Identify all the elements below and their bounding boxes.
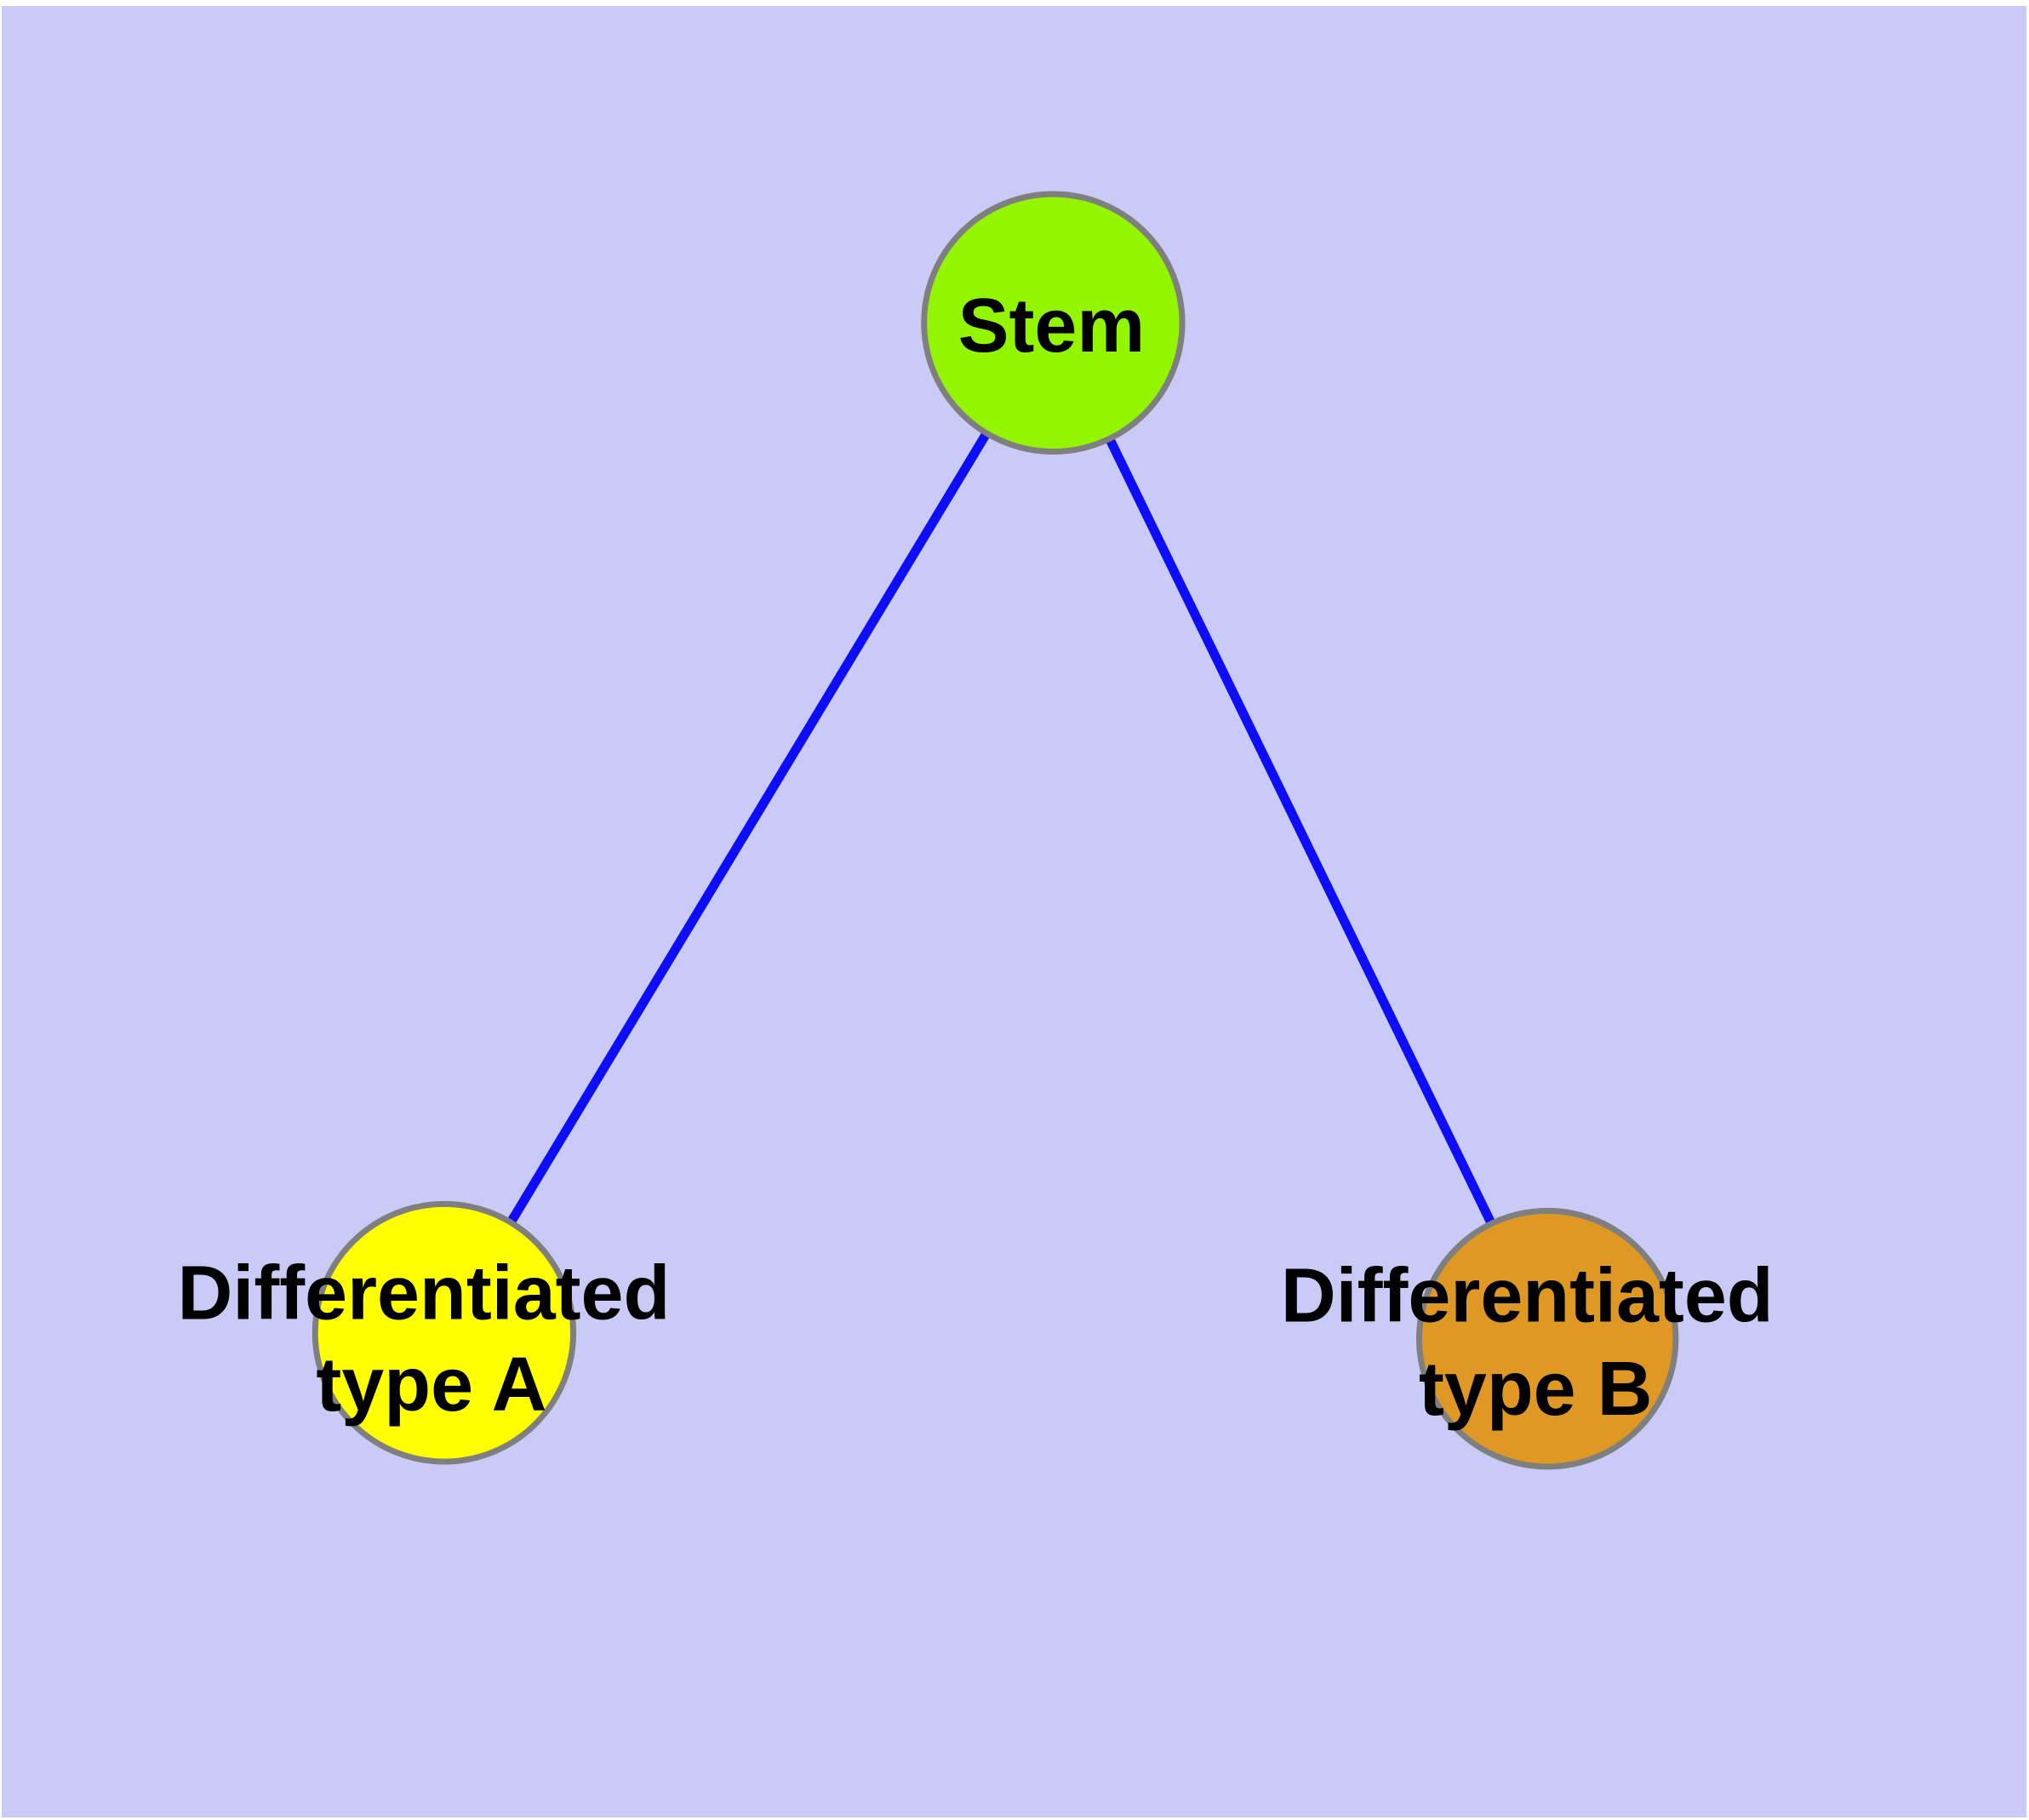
graph-svg: Stem Differentiated type A Differentiate… bbox=[2, 6, 2026, 1817]
node-type-b-label-line2: type B bbox=[1419, 1347, 1652, 1432]
node-type-a-circle bbox=[311, 1200, 577, 1465]
node-stem-circle bbox=[921, 191, 1186, 455]
node-type-a-label-line1: Differentiated bbox=[178, 1251, 671, 1336]
node-type-b-circle bbox=[1416, 1207, 1679, 1470]
node-type-a-label-line2: type A bbox=[316, 1342, 546, 1428]
diagram-panel: Stem Differentiated type A Differentiate… bbox=[2, 6, 2026, 1817]
edge-stem-to-type-b bbox=[1049, 320, 1552, 1342]
node-stem-label: Stem bbox=[958, 283, 1146, 369]
edge-stem-to-type-a bbox=[440, 320, 1058, 1336]
node-type-b-label-line1: Differentiated bbox=[1281, 1254, 1774, 1339]
